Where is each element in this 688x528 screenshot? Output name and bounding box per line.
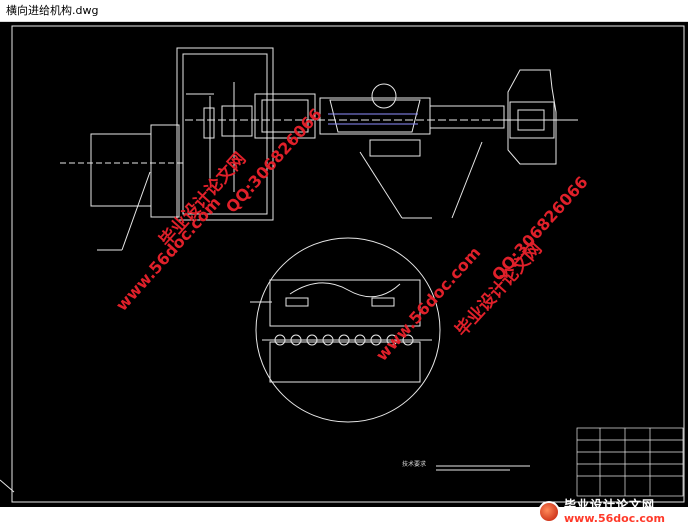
detail-view	[250, 237, 441, 423]
right-bearing-block	[500, 69, 578, 165]
tech-requirements-label: 技术要求	[402, 461, 427, 468]
motor-assembly	[60, 124, 186, 251]
logo-emblem-icon	[538, 501, 560, 523]
window-titlebar: 横向进给机构.dwg	[0, 0, 688, 22]
site-logo: 毕业设计论文网 www.56doc.com	[538, 496, 686, 528]
title-block	[576, 427, 684, 497]
shaft-assembly	[185, 83, 560, 219]
ball-screw-balls	[274, 334, 414, 346]
gear-housing	[176, 47, 274, 221]
drawing-frame	[11, 25, 685, 503]
logo-url: www.56doc.com	[564, 512, 665, 525]
tech-notes-lines	[436, 465, 530, 471]
drawing-svg	[0, 25, 685, 503]
cad-drawing-canvas[interactable]: 毕业设计论文网 QQ:306826066 www.56doc.com www.5…	[0, 22, 688, 525]
logo-name: 毕业设计论文网	[564, 498, 656, 512]
canvas-corner-mark	[0, 479, 15, 493]
window-title: 横向进给机构.dwg	[6, 4, 99, 17]
